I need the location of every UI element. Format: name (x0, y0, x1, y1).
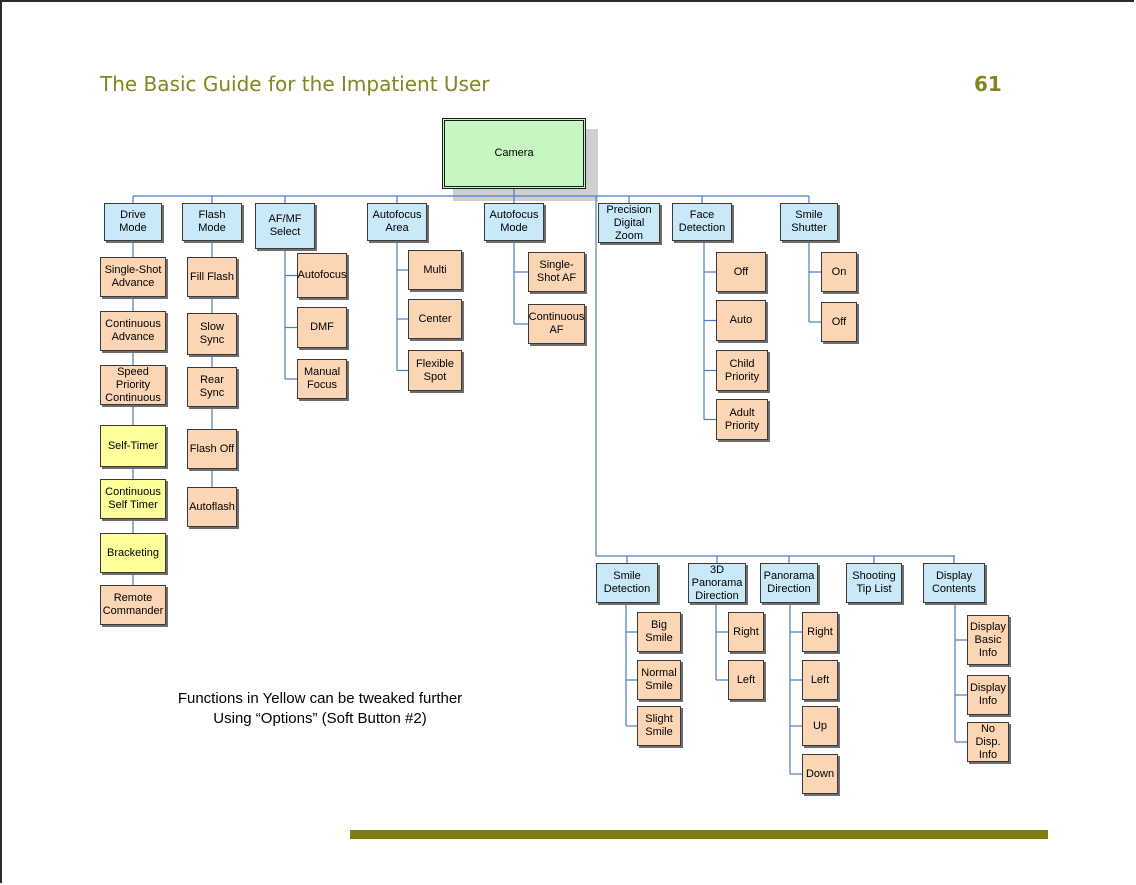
category-autofocus-mode: Autofocus Mode (484, 203, 544, 241)
pano3d-option-left: Left (728, 660, 764, 700)
afmf-option-dmf: DMF (297, 307, 347, 348)
smile-detect-option-normal-smile: Normal Smile (637, 660, 681, 700)
drive-option-self-timer: Self-Timer (100, 425, 166, 467)
display-option-display-basic-info: Display Basic Info (967, 615, 1009, 665)
drive-option-bracketing: Bracketing (100, 533, 166, 573)
pano-option-right: Right (802, 612, 838, 652)
smile-shutter-option-on: On (821, 252, 857, 292)
af-mode-option-single-shot-af: Single-Shot AF (528, 252, 585, 292)
drive-option-continuous-advance: Continuous Advance (100, 311, 166, 351)
drive-option-continuous-self-timer: Continuous Self Timer (100, 479, 166, 519)
af-area-option-multi: Multi (408, 250, 462, 290)
page-title: The Basic Guide for the Impatient User (100, 72, 490, 96)
flash-option-autoflash: Autoflash (187, 487, 237, 527)
afmf-option-manual-focus: Manual Focus (297, 359, 347, 399)
pano-option-up: Up (802, 706, 838, 746)
face-option-off: Off (716, 252, 766, 292)
display-option-display-info: Display Info (967, 675, 1009, 715)
category-3d-panorama-direction: 3D Panorama Direction (688, 563, 746, 603)
smile-detect-option-big-smile: Big Smile (637, 612, 681, 652)
category-display-contents: Display Contents (923, 563, 985, 603)
page-number: 61 (974, 72, 1002, 96)
drive-option-remote-commander: Remote Commander (100, 585, 166, 625)
category-face-detection: Face Detection (672, 203, 732, 241)
note-line-2: Using “Options” (Soft Button #2) (213, 710, 427, 727)
footer-bar (350, 830, 1048, 839)
category-smile-detection: Smile Detection (596, 563, 658, 603)
category-precision-digital-zoom: Precision Digital Zoom (598, 203, 660, 243)
note-line-1: Functions in Yellow can be tweaked furth… (177, 690, 463, 707)
yellow-functions-note: Functions in Yellow can be tweaked furth… (150, 689, 490, 729)
smile-detect-option-slight-smile: Slight Smile (637, 706, 681, 746)
pano3d-option-right: Right (728, 612, 764, 652)
flash-option-slow-sync: Slow Sync (187, 313, 237, 355)
category-autofocus-area: Autofocus Area (367, 203, 427, 241)
smile-shutter-option-off: Off (821, 302, 857, 342)
category-smile-shutter: Smile Shutter (780, 203, 838, 241)
af-area-option-flexible-spot: Flexible Spot (408, 350, 462, 391)
flash-option-rear-sync: Rear Sync (187, 367, 237, 407)
drive-option-speed-priority-continuous: Speed Priority Continuous (100, 365, 166, 405)
category-drive-mode: Drive Mode (104, 203, 162, 241)
pano-option-left: Left (802, 660, 838, 700)
af-area-option-center: Center (408, 299, 462, 339)
af-mode-option-continuous-af: Continuous AF (528, 304, 585, 344)
face-option-adult-priority: Adult Priority (716, 399, 768, 440)
pano-option-down: Down (802, 754, 838, 794)
category-shooting-tip-list: Shooting Tip List (846, 563, 902, 603)
flash-option-flash-off: Flash Off (187, 429, 237, 469)
display-option-no-disp-info: No Disp. Info (967, 722, 1009, 762)
category-panorama-direction: Panorama Direction (760, 563, 818, 603)
category-af-mf-select: AF/MF Select (255, 203, 315, 249)
face-option-auto: Auto (716, 300, 766, 341)
face-option-child-priority: Child Priority (716, 350, 768, 391)
drive-option-single-shot-advance: Single-Shot Advance (100, 257, 166, 297)
category-flash-mode: Flash Mode (182, 203, 242, 241)
afmf-option-autofocus: Autofocus (297, 253, 347, 298)
node-root-camera: Camera (442, 118, 586, 189)
flash-option-fill-flash: Fill Flash (187, 257, 237, 297)
